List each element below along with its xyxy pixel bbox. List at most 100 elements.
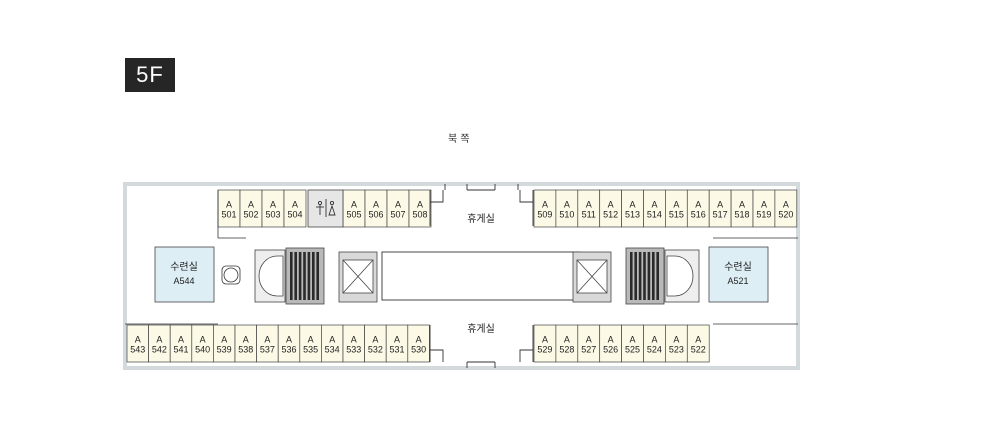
room-prefix: A	[351, 335, 357, 345]
room-prefix: A	[178, 335, 184, 345]
room-number: 530	[411, 345, 426, 355]
room-number: 537	[260, 345, 275, 355]
room-prefix: A	[270, 200, 276, 210]
room-prefix: A	[630, 335, 636, 345]
room-number: 541	[173, 345, 188, 355]
stair-step	[298, 252, 302, 300]
prayer-room-a544-name: 수련실	[170, 261, 198, 273]
elevator-right[interactable]	[572, 251, 612, 303]
room-number: 513	[625, 210, 640, 220]
room-prefix: A	[608, 335, 614, 345]
room-prefix: A	[761, 200, 767, 210]
elevator-left[interactable]	[338, 251, 378, 303]
room-number: 518	[735, 210, 750, 220]
room-number: 528	[559, 345, 574, 355]
room-504[interactable]	[283, 189, 307, 228]
room-530[interactable]	[407, 324, 430, 363]
stair-step	[643, 252, 646, 300]
room-prefix: A	[286, 335, 292, 345]
room-number: 527	[581, 345, 596, 355]
lounge-bottom[interactable]	[429, 325, 534, 368]
stair-step	[290, 252, 293, 300]
stair-step	[303, 252, 306, 300]
lounge-top[interactable]	[429, 184, 534, 226]
room-prefix: A	[564, 200, 570, 210]
room-number: 501	[221, 210, 236, 220]
room-prefix: A	[608, 200, 614, 210]
stair-step	[316, 252, 319, 300]
room-prefix: A	[135, 335, 141, 345]
room-number: 524	[647, 345, 662, 355]
room-prefix: A	[329, 335, 335, 345]
room-prefix: A	[417, 200, 423, 210]
room-number: 515	[669, 210, 684, 220]
room-number: 507	[390, 210, 405, 220]
room-prefix: A	[308, 335, 314, 345]
pillar-icon	[221, 265, 241, 285]
room-508[interactable]	[408, 189, 432, 228]
room-number: 531	[389, 345, 404, 355]
room-number: 512	[603, 210, 618, 220]
room-prefix: A	[542, 335, 548, 345]
room-prefix: A	[673, 200, 679, 210]
room-number: 516	[691, 210, 706, 220]
stair-step	[652, 252, 655, 300]
prayer-room-a521[interactable]	[708, 246, 769, 303]
stair-step	[312, 252, 315, 300]
stair-step	[656, 252, 659, 300]
room-number: 503	[265, 210, 280, 220]
room-prefix: A	[156, 335, 162, 345]
stair-step	[307, 252, 311, 300]
room-prefix: A	[695, 335, 701, 345]
room-520[interactable]	[774, 189, 798, 228]
room-prefix: A	[542, 200, 548, 210]
room-number: 540	[195, 345, 210, 355]
room-number: 535	[303, 345, 318, 355]
room-number: 534	[325, 345, 340, 355]
room-number: 517	[713, 210, 728, 220]
room-prefix: A	[200, 335, 206, 345]
room-number: 529	[537, 345, 552, 355]
prayer-room-a544-code: A544	[173, 276, 194, 286]
room-prefix: A	[351, 200, 357, 210]
stair-step	[638, 252, 642, 300]
room-prefix: A	[372, 335, 378, 345]
room-prefix: A	[248, 200, 254, 210]
room-number: 536	[281, 345, 296, 355]
room-number: 519	[756, 210, 771, 220]
room-prefix: A	[264, 335, 270, 345]
room-number: 526	[603, 345, 618, 355]
prayer-room-a521-code: A521	[727, 276, 748, 286]
room-prefix: A	[373, 200, 379, 210]
stairs-left[interactable]	[254, 247, 325, 305]
prayer-room-a544[interactable]	[154, 246, 215, 303]
restroom[interactable]	[307, 189, 344, 228]
room-prefix: A	[695, 200, 701, 210]
room-number: 523	[669, 345, 684, 355]
room-number: 522	[691, 345, 706, 355]
room-prefix: A	[651, 335, 657, 345]
room-522[interactable]	[686, 324, 710, 363]
stair-step	[647, 252, 651, 300]
room-number: 542	[152, 345, 167, 355]
room-prefix: A	[673, 335, 679, 345]
room-prefix: A	[717, 200, 723, 210]
room-number: 509	[537, 210, 552, 220]
room-prefix: A	[586, 200, 592, 210]
room-number: 525	[625, 345, 640, 355]
room-prefix: A	[243, 335, 249, 345]
room-number: 510	[559, 210, 574, 220]
floor-badge: 5F	[125, 58, 175, 92]
room-number: 538	[238, 345, 253, 355]
room-prefix: A	[416, 335, 422, 345]
stair-step	[630, 252, 633, 300]
stairs-right[interactable]	[625, 247, 700, 305]
room-number: 502	[243, 210, 258, 220]
room-number: 539	[217, 345, 232, 355]
room-prefix: A	[395, 200, 401, 210]
room-prefix: A	[739, 200, 745, 210]
room-number: 504	[287, 210, 302, 220]
room-prefix: A	[564, 335, 570, 345]
restroom-icon	[316, 199, 336, 217]
